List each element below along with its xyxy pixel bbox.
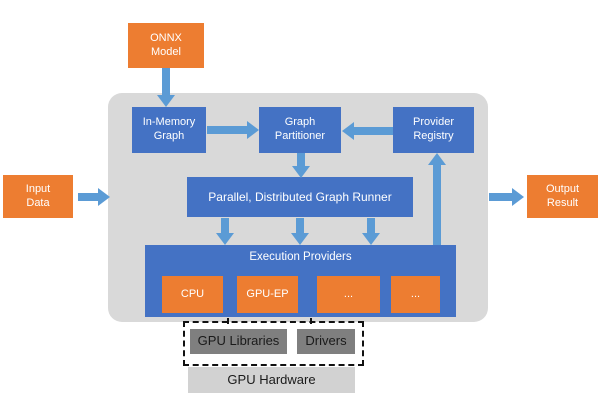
- node-gpu-libraries: GPU Libraries: [190, 329, 287, 354]
- node-label: Output Result: [545, 182, 580, 209]
- node-ep-other-2: ...: [391, 276, 440, 313]
- node-execution-providers: Execution Providers CPU GPU-EP ... ...: [145, 245, 456, 317]
- node-output-result: Output Result: [527, 175, 598, 218]
- node-graph-runner: Parallel, Distributed Graph Runner: [187, 177, 413, 217]
- node-ep-other-1: ...: [317, 276, 380, 313]
- node-label: Input Data: [25, 182, 51, 209]
- node-label: ...: [410, 287, 421, 300]
- node-label: Drivers: [305, 333, 347, 349]
- node-label: GPU Libraries: [197, 333, 280, 349]
- node-label: GPU-EP: [246, 287, 289, 300]
- node-label: ONNX Model: [150, 31, 182, 58]
- execution-providers-title: Execution Providers: [249, 251, 352, 263]
- node-label: In-Memory Graph: [142, 116, 196, 142]
- node-label: Graph Partitioner: [274, 116, 326, 142]
- node-input-data: Input Data: [3, 175, 73, 218]
- node-ep-cpu: CPU: [162, 276, 223, 313]
- node-ep-gpu: GPU-EP: [237, 276, 298, 313]
- node-graph-partitioner: Graph Partitioner: [259, 107, 341, 153]
- gpu-stack-dashed-outline: [183, 321, 364, 366]
- node-label: Provider Registry: [413, 116, 454, 142]
- node-label: ...: [343, 287, 354, 300]
- node-drivers: Drivers: [297, 329, 355, 354]
- node-label: Parallel, Distributed Graph Runner: [208, 189, 392, 204]
- node-onnx-model: ONNX Model: [128, 23, 204, 68]
- node-provider-registry: Provider Registry: [393, 107, 474, 153]
- node-label: GPU Hardware: [227, 371, 316, 387]
- node-in-memory-graph: In-Memory Graph: [132, 107, 206, 153]
- node-gpu-hardware: GPU Hardware: [188, 367, 355, 393]
- node-label: CPU: [180, 287, 205, 300]
